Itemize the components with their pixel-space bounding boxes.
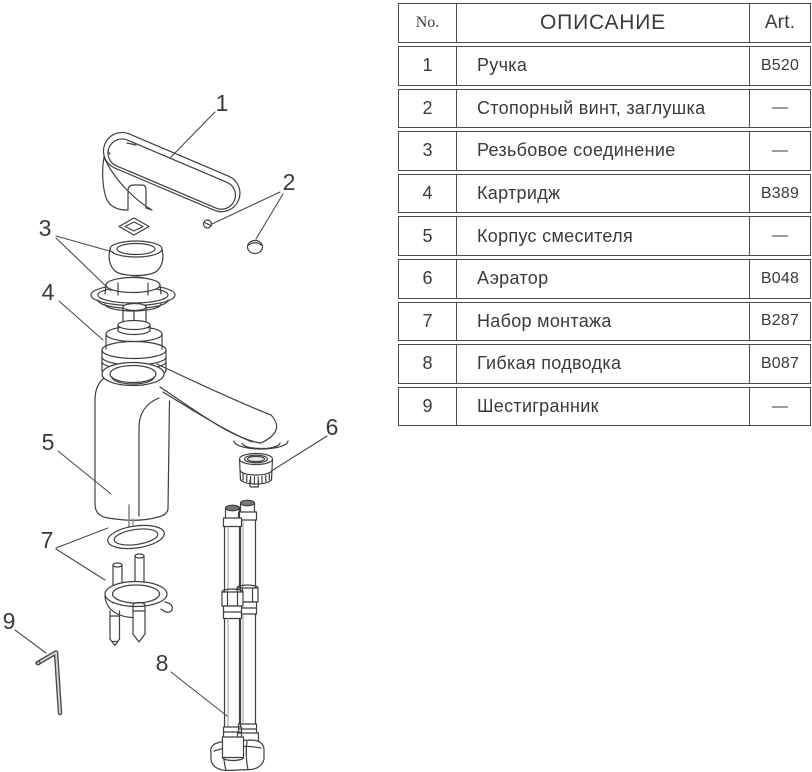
callout-8: 8 [156, 650, 169, 676]
leader-line-5 [57, 450, 112, 495]
callout-3: 3 [39, 215, 52, 241]
handle-top-inner-line [107, 138, 237, 210]
cell-description: Набор монтажа [456, 302, 749, 341]
spout-inner-line [162, 391, 253, 443]
cell-art: — [749, 387, 810, 426]
cell-art: — [749, 217, 810, 255]
cell-art: B287 [749, 302, 810, 341]
header-no: No. [415, 14, 440, 31]
plug-cap-drawing [246, 239, 264, 255]
table-row: 7 Набор монтажа B287 [398, 301, 811, 342]
callout-7: 7 [41, 527, 54, 553]
cell-description: Аэратор [456, 259, 749, 298]
oring-gasket-drawing [107, 524, 165, 550]
cell-description: Резьбовое соединение [456, 132, 749, 170]
body-right-edge [167, 400, 171, 510]
set-screw-drawing [202, 219, 213, 229]
mixer-body-drawing [94, 361, 289, 528]
cell-no: 2 [422, 97, 433, 118]
table-row: 3 Резьбовое соединение — [398, 131, 811, 171]
parts-table: No. ОПИСАНИЕ Art. 1 Ручка B520 2 Стопорн… [398, 3, 811, 427]
table-row: 4 Картридж B389 [398, 173, 811, 214]
callout-5: 5 [42, 429, 55, 455]
leader-line-6 [272, 435, 328, 471]
callout-4: 4 [42, 279, 55, 305]
escutcheon-square-drawing [118, 217, 150, 236]
cell-art: — [749, 132, 810, 170]
handle-drawing [102, 131, 241, 213]
leader-line-9 [14, 629, 47, 654]
leader-lines [14, 111, 328, 717]
body-bottom-edge [94, 503, 169, 521]
cell-art: B520 [749, 47, 810, 85]
callout-labels: 1 2 3 4 5 6 7 8 9 [3, 90, 339, 676]
threaded-connector-drawing [90, 276, 176, 312]
hex-key-drawing [35, 650, 63, 716]
cell-no: 8 [422, 353, 433, 374]
table-row: 1 Ручка B520 [398, 46, 811, 86]
callout-6: 6 [326, 414, 339, 440]
header-description: ОПИСАНИЕ [456, 4, 749, 42]
callout-9: 9 [3, 608, 16, 634]
callout-1: 1 [216, 90, 229, 116]
mounting-kit-drawing [104, 553, 173, 647]
cell-art: B048 [749, 259, 810, 298]
header-art: Art. [749, 4, 810, 42]
cell-art: B389 [749, 174, 810, 213]
spout-tip [260, 414, 278, 444]
table-row: 5 Корпус смесителя — [398, 216, 811, 256]
leader-line-7 [55, 527, 109, 581]
cell-no: 6 [422, 268, 433, 289]
body-left-edge [94, 377, 105, 505]
cell-description: Гибкая подводка [456, 345, 749, 383]
cell-no: 9 [422, 396, 433, 417]
cell-description: Стопорный винт, заглушка [456, 89, 749, 128]
spout-top-edge [156, 363, 272, 416]
leader-line-8 [170, 671, 228, 717]
leader-line-2 [211, 191, 284, 240]
table-row: 9 Шестигранник — [398, 386, 811, 427]
mounting-hook [160, 601, 173, 613]
cell-no: 1 [422, 55, 433, 76]
leader-line-3 [55, 235, 114, 292]
cell-description: Шестигранник [456, 387, 749, 426]
aerator-knurling [242, 473, 270, 484]
cell-description: Корпус смесителя [456, 217, 749, 255]
cell-art: — [749, 89, 810, 128]
callout-2: 2 [283, 169, 296, 195]
flex-hoses-drawing [210, 499, 265, 772]
spout-outlet-rim [233, 440, 289, 450]
cell-art: B087 [749, 345, 810, 383]
table-row: 8 Гибкая подводка B087 [398, 344, 811, 384]
aerator-drawing [238, 452, 274, 488]
handle-front-face [102, 156, 153, 211]
cell-no: 5 [422, 225, 433, 246]
cell-no: 4 [422, 183, 433, 204]
table-header-row: No. ОПИСАНИЕ Art. [398, 3, 811, 43]
leader-line-4 [58, 300, 104, 341]
cell-no: 7 [422, 310, 433, 331]
cell-description: Картридж [456, 174, 749, 213]
handle-top-surface [102, 131, 241, 213]
cell-no: 3 [422, 140, 433, 161]
body-arch-line [138, 397, 160, 517]
hose-cap [239, 499, 256, 507]
spout-near-edge [159, 386, 262, 444]
hose-cap [224, 504, 241, 512]
handle-detail-marks [107, 142, 137, 155]
cell-description: Ручка [456, 47, 749, 85]
table-row: 6 Аэратор B048 [398, 258, 811, 299]
table-row: 2 Стопорный винт, заглушка — [398, 88, 811, 129]
leader-line-1 [169, 111, 216, 159]
